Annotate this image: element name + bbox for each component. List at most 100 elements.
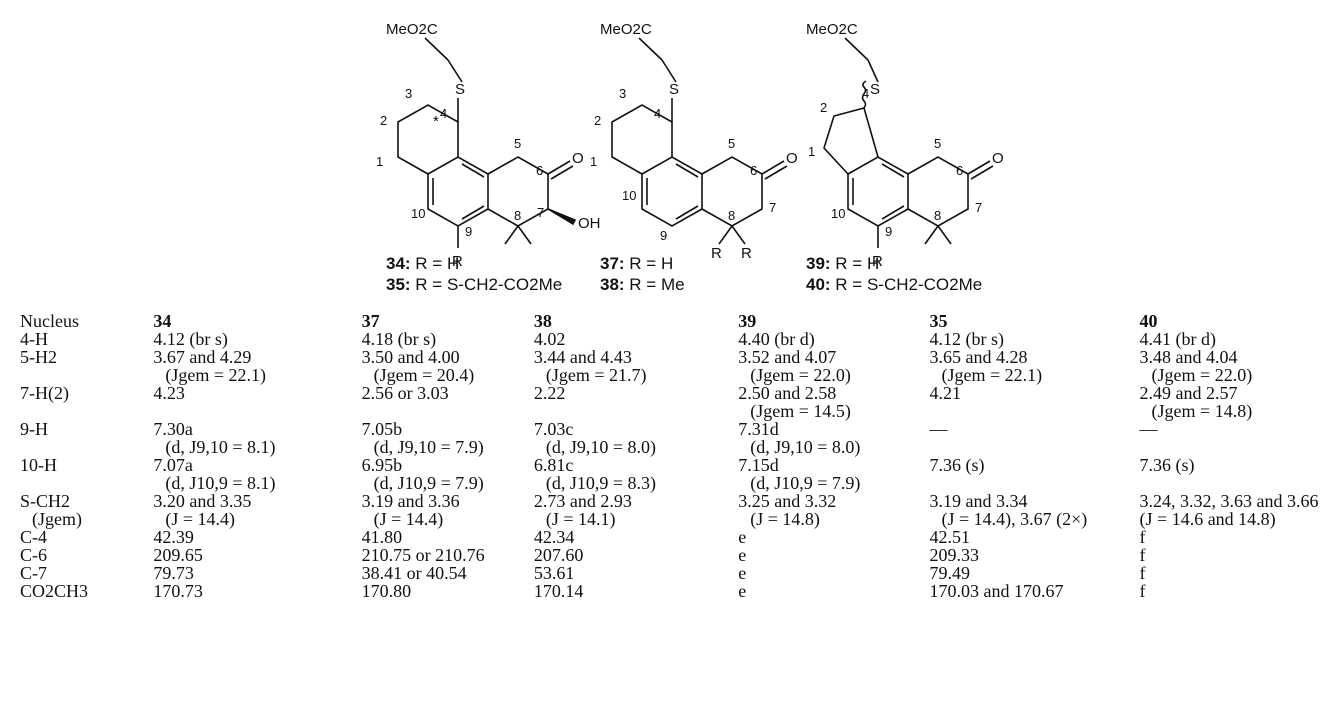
table-cell: 3.19 and 3.34 bbox=[929, 491, 1028, 511]
table-row: CO2CH3 170.73 170.80 170.14 e 170.03 and 170.… bbox=[20, 582, 1329, 600]
table-cell: (Jgem) bbox=[32, 509, 82, 529]
table-cell: 3.52 and 4.07 bbox=[738, 347, 837, 367]
s2-num-7: 7 bbox=[769, 200, 776, 215]
table-cell: 3.48 and 4.04 bbox=[1139, 347, 1238, 367]
table-cell: 4.12 (br s) bbox=[929, 329, 1004, 349]
label-40-text: R = S-CH2-CO2Me bbox=[830, 275, 983, 294]
label-38-text: R = Me bbox=[624, 275, 685, 294]
table-cell: 7.30a bbox=[153, 419, 193, 439]
structure-drawing: MeO2C S O OH R * 1 2 3 4 5 6 7 8 9 10 Me… bbox=[376, 21, 1004, 270]
table-cell: 4.12 (br s) bbox=[153, 329, 228, 349]
table-cell: 4.23 bbox=[153, 383, 185, 403]
table-row: (Jgem = 22.1)(Jgem = 20.4)(Jgem = 21.7)(… bbox=[20, 366, 1329, 384]
s1-num-3: 3 bbox=[405, 86, 412, 101]
table-cell: 2.73 and 2.93 bbox=[533, 491, 632, 511]
table-cell: 3.65 and 4.28 bbox=[929, 347, 1028, 367]
table-cell: e bbox=[738, 563, 747, 583]
s2-r-label-a: R bbox=[711, 245, 722, 262]
table-cell: 7.31d bbox=[738, 419, 779, 439]
table-cell: (J = 14.4) bbox=[373, 509, 444, 529]
table-cell: CO2CH3 bbox=[20, 581, 89, 601]
table-cell: f bbox=[1139, 527, 1146, 547]
table-cell: (J = 14.4) bbox=[165, 509, 236, 529]
s1-num-7: 7 bbox=[537, 205, 544, 220]
label-35: 35: R = S-CH2-CO2Me bbox=[386, 274, 562, 295]
table-cell: 4.18 (br s) bbox=[361, 329, 437, 349]
table-cell: 9-H bbox=[20, 419, 48, 439]
table-cell: (d, J10,9 = 7.9) bbox=[750, 473, 861, 493]
table-cell: 2.49 and 2.57 bbox=[1139, 383, 1238, 403]
s1-num-4: 4 bbox=[440, 106, 447, 121]
table-cell: 3.24, 3.32, 3.63 and 3.66 bbox=[1139, 491, 1319, 511]
table-cell: 4.40 (br d) bbox=[738, 329, 815, 349]
structure-figure: MeO2C S O OH R * 1 2 3 4 5 6 7 8 9 10 Me… bbox=[0, 0, 1329, 305]
table-cell: e bbox=[738, 581, 747, 601]
s2-num-3: 3 bbox=[619, 86, 626, 101]
table-cell: f bbox=[1139, 545, 1146, 565]
table-cell: S-CH2 bbox=[20, 491, 71, 511]
table-cell: 170.80 bbox=[361, 581, 412, 601]
s2-num-8: 8 bbox=[728, 208, 735, 223]
s1-sulfur-label: S bbox=[455, 81, 465, 98]
table-cell bbox=[153, 402, 361, 420]
s2-oxygen-label: O bbox=[786, 150, 798, 167]
label-39-number: 39: bbox=[806, 254, 831, 273]
s3-num-7: 7 bbox=[975, 200, 982, 215]
table-cell: (d, J9,10 = 8.0) bbox=[750, 437, 861, 457]
s1-num-10: 10 bbox=[411, 206, 425, 221]
table-cell: 6.95b bbox=[361, 455, 403, 475]
s1-oxygen-label: O bbox=[572, 150, 584, 167]
table-cell: 7.03c bbox=[533, 419, 574, 439]
s2-num-2: 2 bbox=[594, 113, 601, 128]
header-39: 39 bbox=[738, 311, 757, 331]
label-37: 37: R = H bbox=[600, 253, 673, 274]
table-cell: 170.73 bbox=[153, 581, 203, 601]
table-cell: (d, J10,9 = 8.1) bbox=[165, 473, 276, 493]
s2-num-4: 4 bbox=[654, 106, 661, 121]
label-37-text: R = H bbox=[624, 254, 674, 273]
table-cell: 3.44 and 4.43 bbox=[533, 347, 632, 367]
label-39-text: R = H bbox=[830, 254, 880, 273]
s3-num-5: 5 bbox=[934, 136, 941, 151]
table-cell: 6.81c bbox=[533, 455, 574, 475]
table-header-row: Nucleus 34 37 38 39 35 40 bbox=[20, 312, 1329, 330]
table-cell: 3.19 and 3.36 bbox=[361, 491, 460, 511]
header-37: 37 bbox=[361, 311, 380, 331]
table-cell: (J = 14.6 and 14.8) bbox=[1139, 509, 1276, 529]
table-cell: 209.65 bbox=[153, 545, 203, 565]
structure-37-38: MeO2C S O R R 1 2 3 4 5 6 7 8 9 10 bbox=[590, 21, 798, 262]
structure-39-40: MeO2C S O R 1 2 4 5 6 7 8 9 10 bbox=[806, 21, 1004, 270]
table-cell: f bbox=[1139, 563, 1146, 583]
table-cell: — bbox=[1139, 419, 1158, 439]
table-cell: 2.56 or 3.03 bbox=[361, 383, 449, 403]
table-cell: 42.34 bbox=[533, 527, 575, 547]
label-40-number: 40: bbox=[806, 275, 831, 294]
header-34: 34 bbox=[153, 311, 172, 331]
s3-num-1: 1 bbox=[808, 144, 815, 159]
s3-num-4: 4 bbox=[862, 86, 869, 101]
table-cell: 4.02 bbox=[533, 329, 566, 349]
table-cell: 210.75 or 210.76 bbox=[361, 545, 485, 565]
table-cell: C-6 bbox=[20, 545, 47, 565]
table-cell bbox=[20, 402, 153, 420]
table-cell bbox=[929, 474, 1139, 492]
table-row: (Jgem = 14.5)(Jgem = 14.8) bbox=[20, 402, 1329, 420]
s2-r-label-b: R bbox=[741, 245, 752, 262]
table-cell bbox=[362, 402, 534, 420]
table-cell: 10-H bbox=[20, 455, 57, 475]
table-cell: 2.50 and 2.58 bbox=[738, 383, 837, 403]
table-cell: 42.51 bbox=[929, 527, 970, 547]
structure-34-35: MeO2C S O OH R * 1 2 3 4 5 6 7 8 9 10 bbox=[376, 21, 601, 270]
table-cell: 7-H(2) bbox=[20, 383, 69, 403]
label-38-number: 38: bbox=[600, 275, 625, 294]
table-cell: 170.03 and 170.67 bbox=[929, 581, 1064, 601]
s1-hydroxyl-label: OH bbox=[578, 215, 601, 232]
table-cell: 170.14 bbox=[533, 581, 584, 601]
table-cell: 42.39 bbox=[153, 527, 194, 547]
table-cell: (d, J10,9 = 7.9) bbox=[373, 473, 484, 493]
